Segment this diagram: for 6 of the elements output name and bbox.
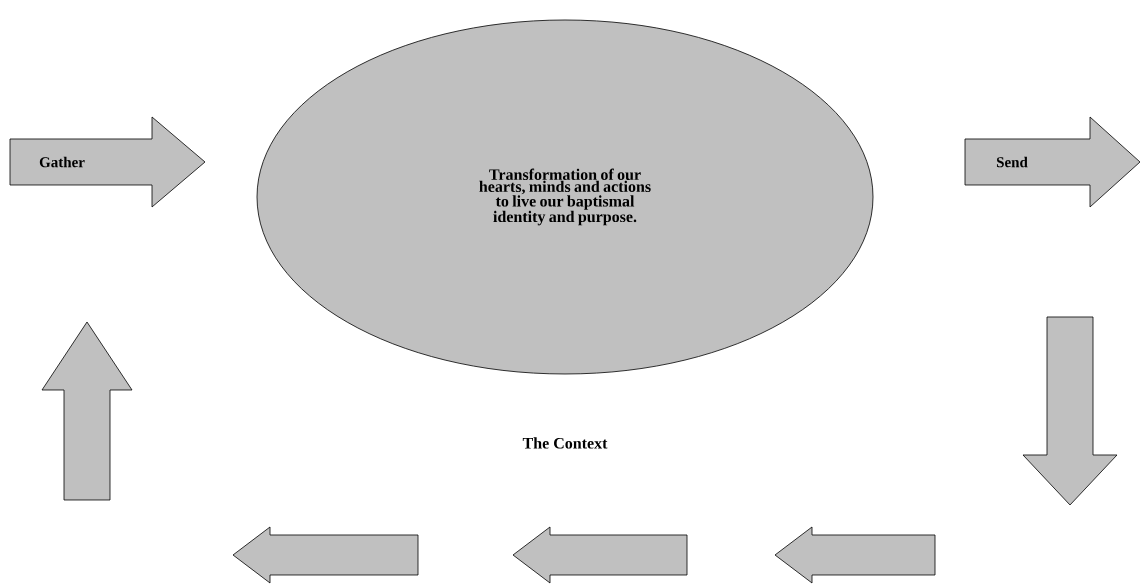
block-arrow bbox=[1022, 316, 1118, 506]
heading-text: The Context bbox=[522, 437, 608, 449]
block-arrow bbox=[232, 526, 419, 584]
block-arrow bbox=[774, 526, 936, 584]
block-arrow bbox=[41, 321, 133, 501]
block-arrow bbox=[512, 526, 688, 584]
